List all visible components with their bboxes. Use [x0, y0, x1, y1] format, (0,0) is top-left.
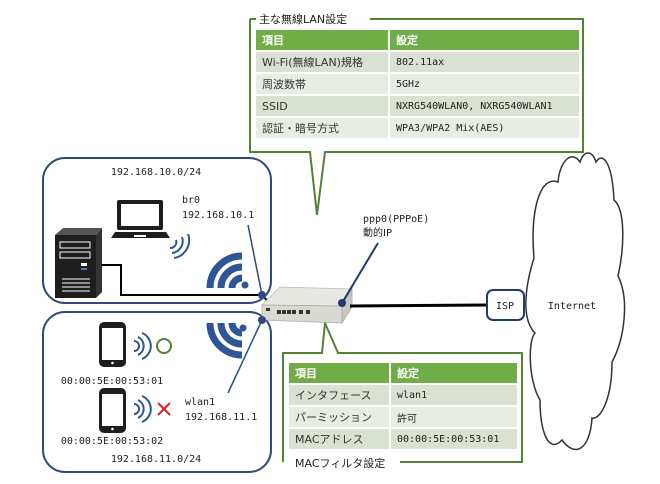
- row-value: 802.11ax: [388, 52, 579, 72]
- table-header-row: 項目 設定: [256, 30, 579, 50]
- br0-ip-label: 192.168.10.1: [182, 210, 254, 221]
- ppp0-port-dot: [338, 299, 346, 307]
- phone1-wireless-icon: [133, 332, 152, 360]
- row-key: Wi-Fi(無線LAN)規格: [256, 52, 388, 72]
- header-setting: 設定: [389, 363, 517, 383]
- ppp0-leader-line: [341, 242, 379, 304]
- header-item: 項目: [256, 30, 388, 50]
- smartphone-icon-2: [99, 388, 126, 433]
- row-key: インタフェース: [289, 385, 389, 405]
- table-row: SSID NXRG540WLAN0, NXRG540WLAN1: [256, 96, 579, 116]
- row-key: 周波数帯: [256, 74, 388, 94]
- table-row: パーミッション 許可: [289, 407, 517, 427]
- br0-label: br0: [182, 195, 200, 206]
- row-value: wlan1: [389, 385, 517, 405]
- table-row: 周波数帯 5GHz: [256, 74, 579, 94]
- isp-box: [486, 289, 525, 321]
- lan1-segment-box: [42, 311, 272, 473]
- table-row: Wi-Fi(無線LAN)規格 802.11ax: [256, 52, 579, 72]
- router-wifi-icon-lower: [206, 322, 243, 359]
- device1-mac-label: 00:00:5E:00:53:01: [61, 376, 163, 387]
- router-wifi-icon-upper: [206, 252, 243, 289]
- lan1-subnet-label: 192.168.11.0/24: [111, 454, 201, 465]
- isp-label: ISP: [496, 301, 514, 312]
- ppp0-label: ppp0(PPPoE): [363, 214, 429, 225]
- internet-label: Internet: [548, 301, 596, 312]
- lan0-subnet-label: 192.168.10.0/24: [111, 167, 201, 178]
- wlan1-label: wlan1: [185, 397, 215, 408]
- row-key: MACアドレス: [289, 429, 389, 449]
- br0-port-dot: [258, 291, 266, 299]
- laptop-wireless-icon: [169, 233, 191, 259]
- device2-mac-label: 00:00:5E:00:53:02: [61, 436, 163, 447]
- table-row: MACアドレス 00:00:5E:00:53:01: [289, 429, 517, 449]
- ppp0-ip-label: 動的IP: [363, 226, 392, 239]
- row-value: 5GHz: [388, 74, 579, 94]
- header-item: 項目: [289, 363, 389, 383]
- row-value: NXRG540WLAN0, NXRG540WLAN1: [388, 96, 579, 116]
- wlan1-leader-line: [227, 319, 263, 394]
- table-header-row: 項目 設定: [289, 363, 517, 383]
- br0-leader-line: [247, 224, 263, 296]
- wlan-settings-title: 主な無線LAN設定: [256, 11, 351, 27]
- wan-cable: [349, 303, 488, 308]
- row-key: 認証・暗号方式: [256, 118, 388, 138]
- mac-filter-title: MACフィルタ設定: [292, 455, 389, 471]
- laptop-icon: [111, 200, 170, 238]
- server-icon: [55, 228, 102, 298]
- wlan1-ip-label: 192.168.11.1: [185, 412, 257, 423]
- row-key: パーミッション: [289, 407, 389, 427]
- row-key: SSID: [256, 96, 388, 116]
- router-device-icon: [261, 286, 353, 325]
- table-row: インタフェース wlan1: [289, 385, 517, 405]
- phone2-wireless-icon: [133, 395, 152, 423]
- wlan-settings-table: 項目 設定 Wi-Fi(無線LAN)規格 802.11ax 周波数帯 5GHz …: [256, 28, 579, 140]
- lan0-segment-box: [42, 157, 272, 304]
- mac-filter-table: 項目 設定 インタフェース wlan1 パーミッション 許可 MACアドレス 0…: [289, 361, 517, 451]
- allowed-circle-icon: [156, 338, 172, 354]
- row-value: 00:00:5E:00:53:01: [389, 429, 517, 449]
- wlan1-port-dot: [258, 316, 266, 324]
- row-value: WPA3/WPA2 Mix(AES): [388, 118, 579, 138]
- wlan-settings-frame: [249, 18, 584, 216]
- denied-cross-icon: [157, 402, 171, 416]
- table-row: 認証・暗号方式 WPA3/WPA2 Mix(AES): [256, 118, 579, 138]
- internet-cloud-icon: [525, 152, 626, 451]
- mac-filter-frame: [282, 319, 523, 463]
- header-setting: 設定: [388, 30, 579, 50]
- smartphone-icon-1: [99, 322, 126, 367]
- row-value: 許可: [389, 407, 517, 427]
